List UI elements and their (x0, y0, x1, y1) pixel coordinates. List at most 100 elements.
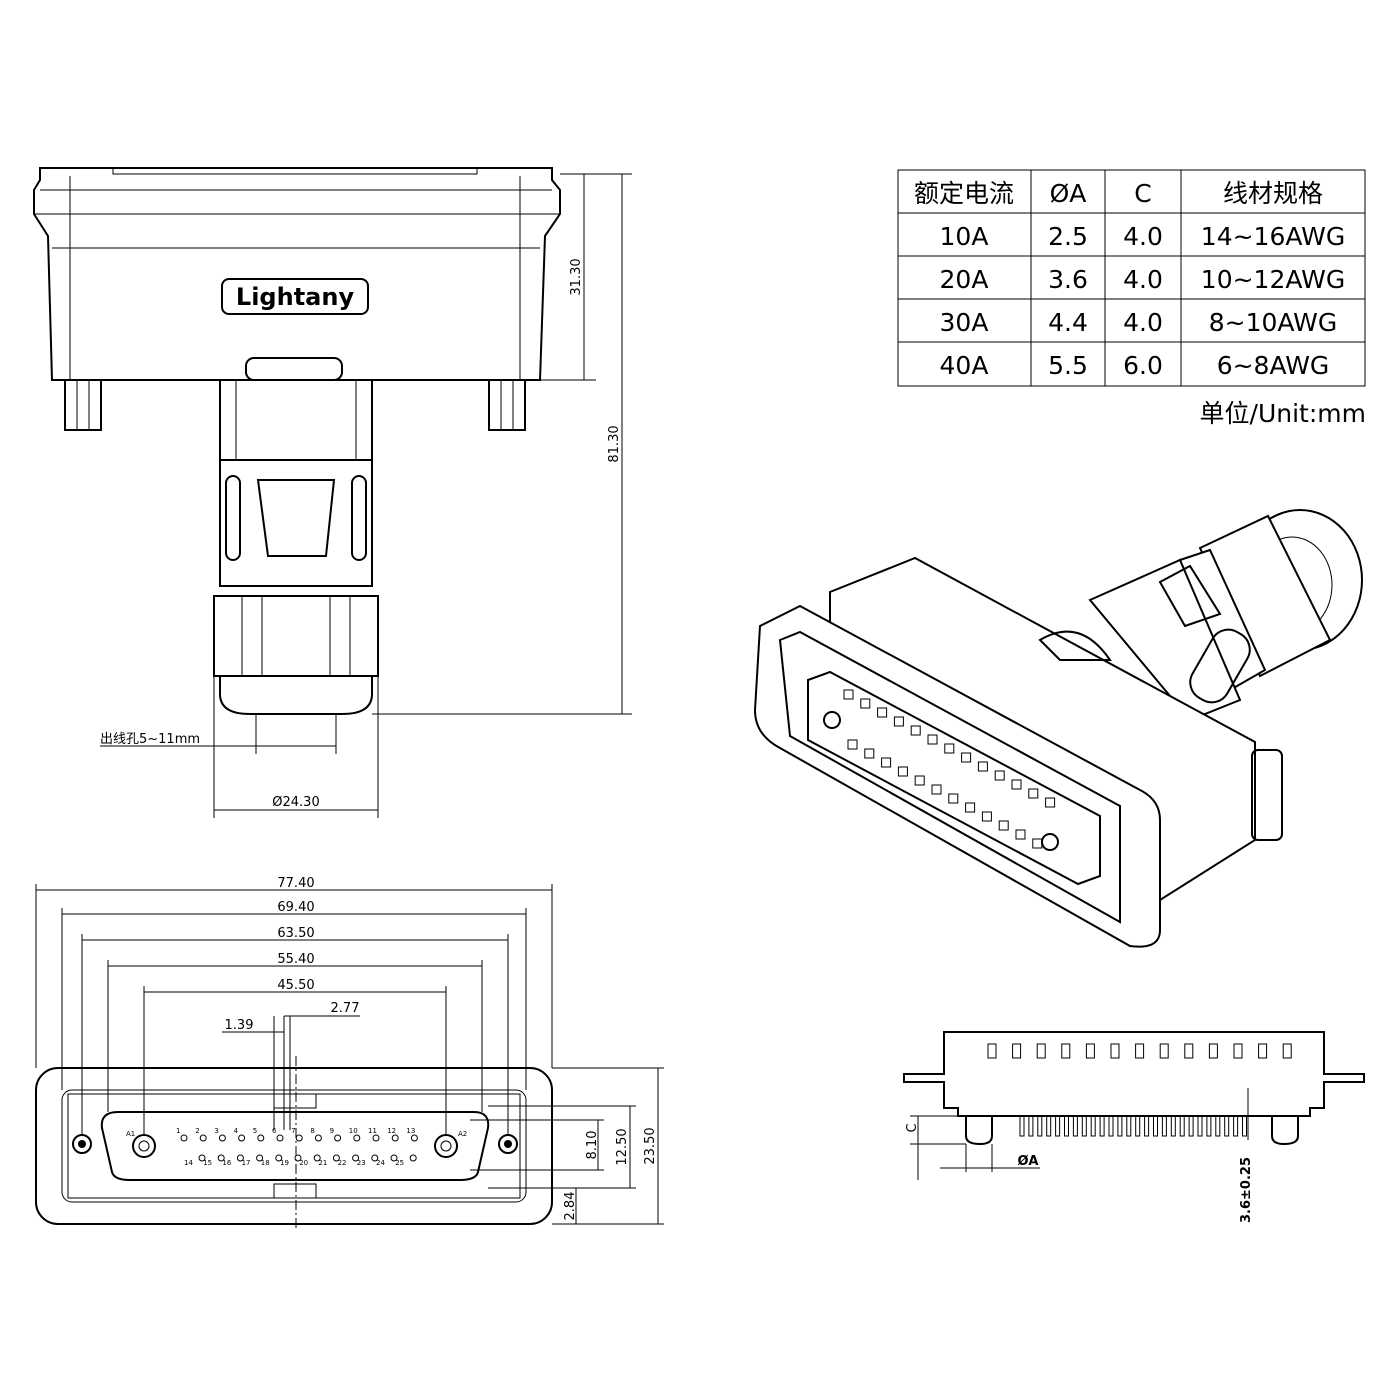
pin-label: 3 (214, 1127, 218, 1135)
table-cell: 4.0 (1123, 265, 1163, 294)
dim-pitch-small: 1.39 (225, 1018, 254, 1033)
pin-label: 17 (242, 1159, 251, 1167)
table-cell: 40A (940, 351, 989, 380)
pin-contact (276, 1134, 284, 1142)
table-cell: 8~10AWG (1209, 308, 1338, 337)
table-cell: 14~16AWG (1201, 222, 1345, 251)
pin-label: 20 (299, 1159, 308, 1167)
pcb-pin (1019, 1115, 1025, 1137)
dim-height-total: 81.30 (607, 425, 622, 462)
pin-label: 5 (253, 1127, 257, 1135)
gland-nut (213, 595, 379, 677)
pcb-pin (1072, 1115, 1078, 1137)
iso-pin (1045, 797, 1056, 808)
table-cell: 4.0 (1123, 308, 1163, 337)
pin-contact (332, 1154, 340, 1162)
contact-slot (1233, 1043, 1243, 1059)
pin-contact (236, 1154, 244, 1162)
pcb-pin (1144, 1115, 1150, 1137)
pin-contact (180, 1134, 188, 1142)
iso-pin (843, 689, 854, 700)
iso-pin (881, 757, 892, 768)
pin-label: 21 (318, 1159, 327, 1167)
table-header-diameter: ØA (1050, 179, 1087, 208)
pcb-pin (1064, 1115, 1069, 1137)
contact-slot (987, 1043, 997, 1059)
pin-contact (372, 1134, 380, 1142)
pcb-pin (1206, 1115, 1212, 1137)
pin-contact (256, 1154, 264, 1162)
contact-slot (1085, 1043, 1095, 1059)
table-cell: 5.5 (1048, 351, 1088, 380)
iso-pin (893, 716, 904, 727)
pcb-pin (1099, 1115, 1105, 1137)
pcb-pin (1242, 1115, 1247, 1137)
dim-pitch-large: 2.77 (331, 1001, 360, 1016)
pcb-pin (1090, 1115, 1096, 1137)
iso-pin (910, 725, 921, 736)
iso-pin (864, 748, 875, 759)
pcb-pin (1233, 1115, 1239, 1137)
pin-label: 16 (222, 1159, 231, 1167)
table-header-current: 额定电流 (914, 179, 1014, 208)
pcb-pin (1055, 1115, 1061, 1137)
table-cell: 4.0 (1123, 222, 1163, 251)
dim-height-3: 23.50 (643, 1127, 658, 1164)
iso-pin (877, 707, 888, 718)
table-cell: 6~8AWG (1217, 351, 1330, 380)
iso-pin (1011, 779, 1022, 790)
pin-label: 19 (280, 1159, 289, 1167)
pin-label: 12 (387, 1127, 396, 1135)
pin-contact (391, 1134, 399, 1142)
iso-pin (1028, 788, 1039, 799)
pin-contact (390, 1154, 398, 1162)
pcb-pin (1126, 1115, 1132, 1137)
contact-slot (1184, 1043, 1194, 1059)
pin-contact (217, 1154, 225, 1162)
pcb-pin (1179, 1115, 1185, 1137)
iso-pin (994, 770, 1005, 781)
iso-pin (847, 739, 858, 750)
mount-hole-left (72, 1134, 92, 1154)
pin-label: 14 (184, 1159, 193, 1167)
pcb-pin (1028, 1115, 1034, 1137)
dim-pin-length: 3.6±0.25 (1239, 1157, 1254, 1223)
pin-label: 22 (338, 1159, 347, 1167)
contact-slot (1159, 1043, 1169, 1059)
pcb-pin (1197, 1115, 1203, 1137)
pin-label: 23 (357, 1159, 366, 1167)
pin-label: 11 (368, 1127, 377, 1135)
peg-left (64, 379, 102, 431)
iso-pin (981, 811, 992, 822)
pin-label: 1 (176, 1127, 180, 1135)
pcb-pin (1161, 1115, 1167, 1137)
pcb-pin (1081, 1115, 1087, 1137)
iso-pin (860, 698, 871, 709)
iso-pin (965, 802, 976, 813)
pin-contact (294, 1154, 302, 1162)
pin-label: 2 (195, 1127, 199, 1135)
pin-contact (314, 1134, 322, 1142)
table-header-c: C (1134, 179, 1151, 208)
pcb-pin (1224, 1115, 1230, 1137)
dim-height-2: 12.50 (615, 1128, 630, 1165)
pin-contact (218, 1134, 226, 1142)
iso-pin (927, 734, 938, 745)
contact-slot (1110, 1043, 1120, 1059)
pcb-pin (1170, 1115, 1176, 1137)
pin-contact (371, 1154, 379, 1162)
pin-label: 8 (310, 1127, 314, 1135)
table-cell: 10A (940, 222, 989, 251)
pin-contact (313, 1154, 321, 1162)
table-cell: 4.4 (1048, 308, 1088, 337)
pin-contact (410, 1134, 418, 1142)
iso-pin (897, 766, 908, 777)
pin-contact (334, 1134, 342, 1142)
pin-contact (238, 1134, 246, 1142)
coax-contact-left (132, 1134, 156, 1158)
iso-pin (1015, 829, 1026, 840)
pin-label: 4 (234, 1127, 239, 1135)
pin-label: 15 (203, 1159, 212, 1167)
logo-text: Lightany (236, 283, 355, 311)
